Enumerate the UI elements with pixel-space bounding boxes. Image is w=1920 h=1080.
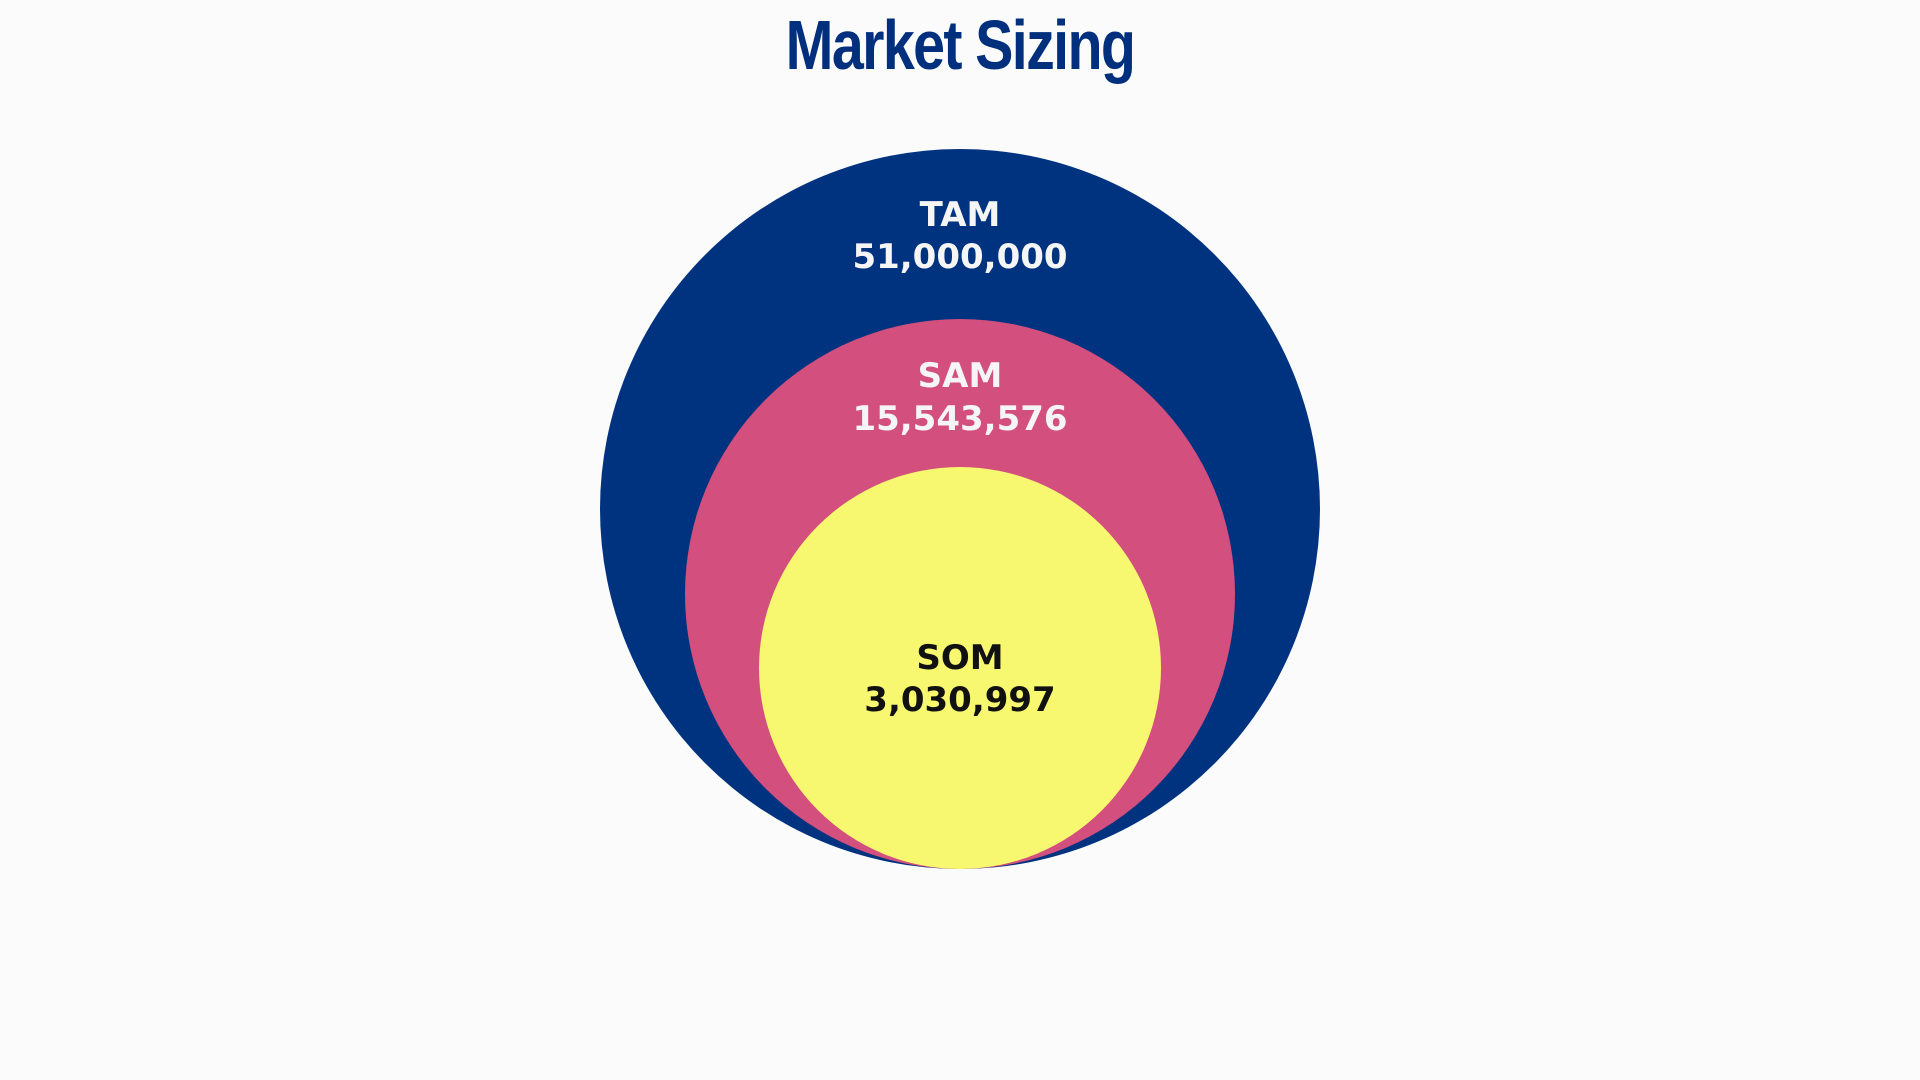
sam-label: SAM: [918, 356, 1003, 396]
som-circle-group: SOM 3,030,997: [759, 467, 1161, 869]
som-value: 3,030,997: [864, 680, 1055, 720]
som-circle: [759, 467, 1161, 869]
tam-label: TAM: [920, 195, 1001, 235]
som-label: SOM: [916, 638, 1003, 678]
page-title: Market Sizing: [785, 6, 1136, 84]
sam-value: 15,543,576: [852, 399, 1067, 439]
tam-value: 51,000,000: [852, 237, 1067, 277]
